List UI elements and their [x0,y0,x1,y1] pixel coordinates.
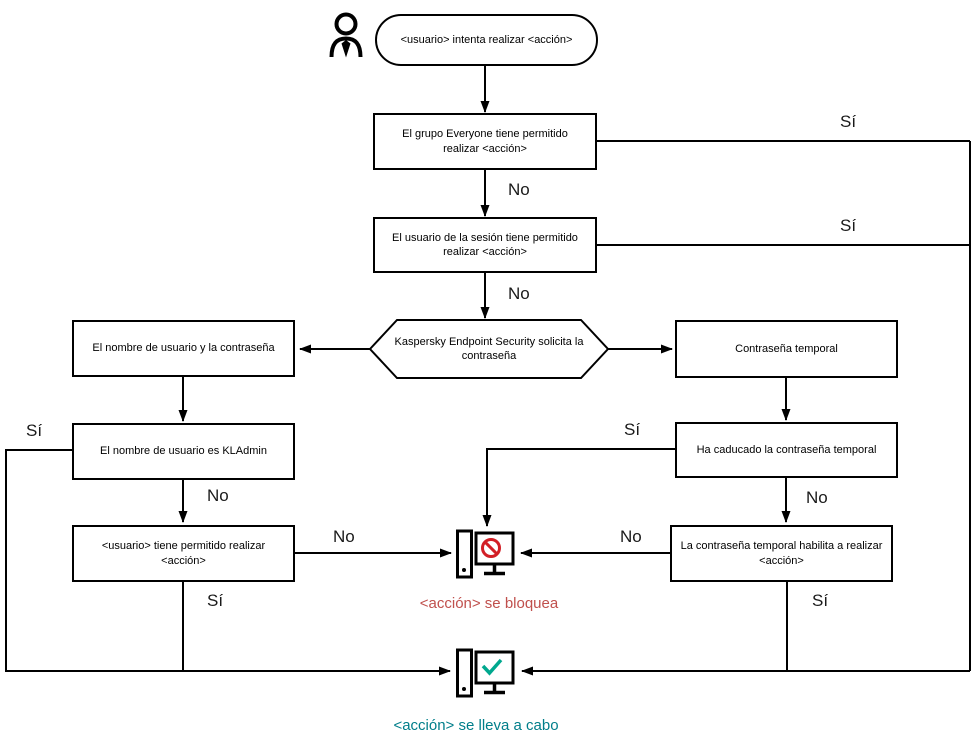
label-userallowed-no: No [333,527,355,546]
label-everyone-yes: Sí [840,112,857,131]
node-temp-expired: Ha caducado la contraseña temporal [675,422,898,478]
label-kladmin-yes: Sí [26,421,43,440]
label-everyone-no: No [508,180,530,199]
label-expired-no: No [806,488,828,507]
node-username-password: El nombre de usuario y la contraseña [72,320,295,377]
node-is-kladmin: El nombre de usuario es KLAdmin [72,423,295,480]
edge-kladmin-yes [5,449,451,676]
label-session-yes: Sí [840,216,857,235]
node-everyone-group: El grupo Everyone tiene permitido realiz… [373,113,597,170]
label-tempallows-no: No [620,527,642,546]
start-node: <usuario> intenta realizar <acción> [375,14,598,66]
edge-expired-yes [482,448,675,527]
check-icon [481,658,503,676]
allowed-computer-icon [456,648,515,698]
prohibition-icon [481,538,501,558]
label-session-no: No [508,284,530,303]
outcome-blocked-caption: <acción> se bloquea [419,595,559,612]
label-expired-yes: Sí [624,420,641,439]
outcome-performed-caption: <acción> se lleva a cabo [393,717,559,734]
label-tempallows-yes: Sí [812,591,829,610]
blocked-computer-icon [456,529,515,579]
label-userallowed-yes: Sí [207,591,224,610]
node-kes-prompt: Kaspersky Endpoint Security solicita la … [394,335,584,362]
decision-hexagon-shape [368,319,610,379]
node-session-user: El usuario de la sesión tiene permitido … [373,217,597,273]
node-user-allowed: <usuario> tiene permitido realizar <acci… [72,525,295,582]
label-kladmin-no: No [207,486,229,505]
node-temp-allows: La contraseña temporal habilita a realiz… [670,525,893,582]
node-temp-password: Contraseña temporal [675,320,898,378]
person-icon [329,12,363,58]
